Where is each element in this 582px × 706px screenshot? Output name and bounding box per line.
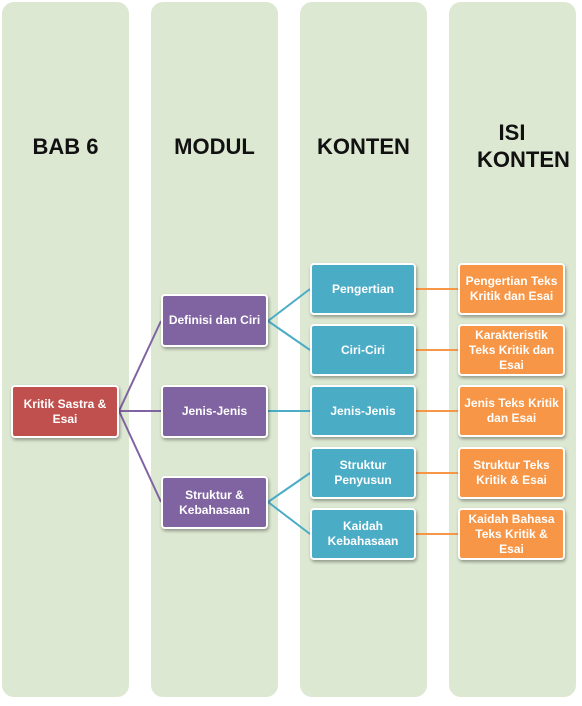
column-title-modul: MODUL <box>174 134 255 159</box>
node-root: Kritik Sastra & Esai <box>11 385 119 438</box>
link-definisi-pengertian <box>267 288 311 322</box>
node-isi-struktur: Struktur Teks Kritik & Esai <box>458 447 565 499</box>
column-modul: MODUL <box>151 2 278 697</box>
node-modul-struktur: Struktur & Kebahasaan <box>161 476 268 529</box>
node-konten-kaidah: Kaidah Kebahasaan <box>310 508 416 560</box>
node-modul-definisi: Definisi dan Ciri <box>161 294 268 347</box>
node-isi-pengertian: Pengertian Teks Kritik dan Esai <box>458 263 565 315</box>
node-konten-struktur-penyusun: Struktur Penyusun <box>310 447 416 499</box>
link-struktur-kaidah <box>267 501 311 535</box>
node-konten-jenis: Jenis-Jenis <box>310 385 416 437</box>
node-konten-ciri: Ciri-Ciri <box>310 324 416 376</box>
link-root-struktur <box>118 410 162 503</box>
column-title-konten: KONTEN <box>317 134 410 159</box>
column-title-bab: BAB 6 <box>32 134 99 159</box>
node-modul-jenis: Jenis-Jenis <box>161 385 268 438</box>
node-isi-karakteristik: Karakteristik Teks Kritik dan Esai <box>458 324 565 376</box>
link-root-definisi <box>118 320 162 412</box>
column-bab: BAB 6 <box>2 2 129 697</box>
link-struktur-penyusun <box>267 472 311 503</box>
node-isi-kaidah: Kaidah Bahasa Teks Kritik & Esai <box>458 508 565 560</box>
link-definisi-ciri <box>267 320 311 351</box>
node-isi-jenis: Jenis Teks Kritik dan Esai <box>458 385 565 437</box>
node-konten-pengertian: Pengertian <box>310 263 416 315</box>
